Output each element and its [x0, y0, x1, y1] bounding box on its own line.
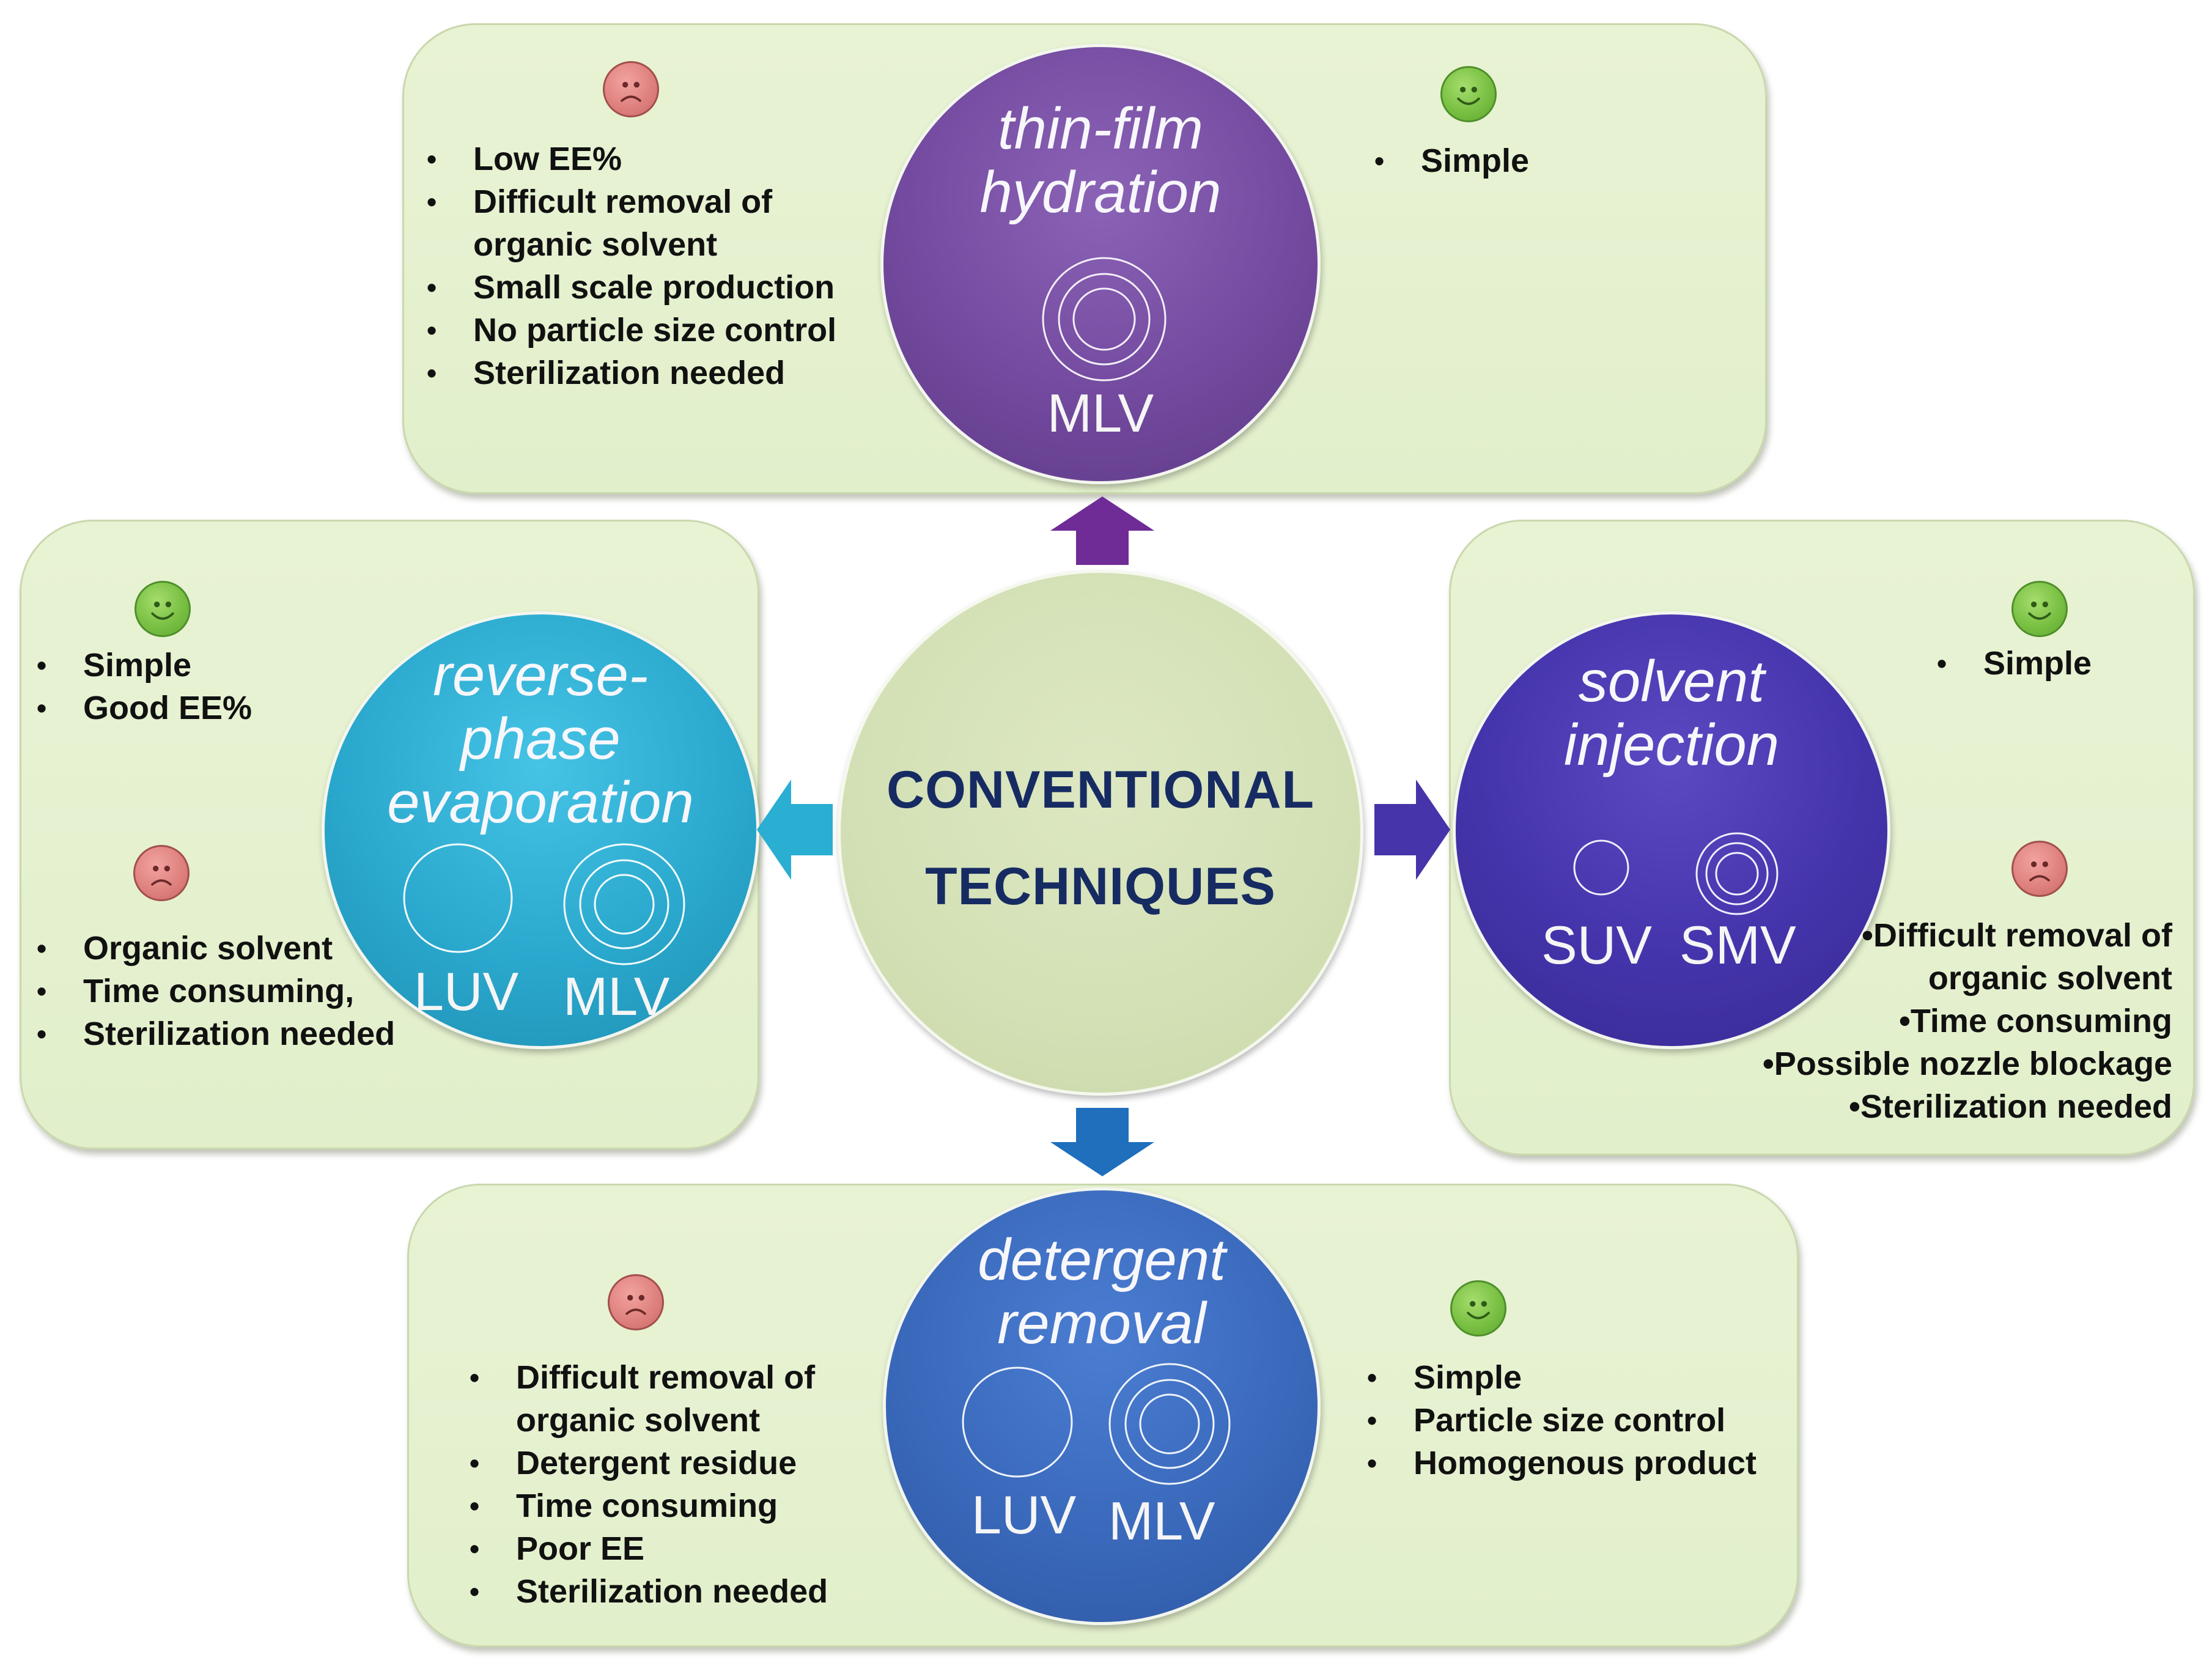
list-item: Homogenous product	[1362, 1442, 1757, 1484]
list-item: Simple	[1932, 642, 2092, 685]
sad-face-icon	[608, 1274, 664, 1330]
list-item: Simple	[32, 644, 252, 687]
vesicle-label: MLV	[563, 966, 670, 1027]
list-item: Time consuming	[465, 1484, 828, 1527]
vesicle-label: LUV	[971, 1484, 1077, 1545]
center-title-line1: CONVENTIONAL	[887, 761, 1314, 819]
arrow-down-icon	[1050, 1108, 1154, 1176]
arrow-right-icon	[1374, 780, 1450, 880]
thin-film-hydration-disadvantages: Low EE% Difficult removal of organic sol…	[422, 138, 836, 394]
list-item: •Time consuming	[1899, 1003, 2172, 1039]
list-item: organic solvent	[473, 226, 718, 263]
list-item: Simple	[1370, 139, 1529, 182]
list-item: Simple	[1362, 1356, 1757, 1399]
thin-film-hydration-circle: thin-film hydration MLV	[880, 44, 1321, 484]
center-title-line2: TECHNIQUES	[925, 857, 1276, 916]
list-item: Difficult removal of	[422, 180, 836, 223]
multilamellar-vesicle-icon	[563, 843, 685, 965]
happy-face-icon	[135, 581, 191, 637]
vesicle-label: LUV	[414, 961, 519, 1022]
sad-face-icon	[133, 845, 190, 901]
large-unilamellar-vesicle-icon	[403, 843, 513, 953]
arrow-up-icon	[1050, 496, 1154, 565]
list-item: Particle size control	[1362, 1399, 1757, 1442]
list-item: No particle size control	[422, 309, 836, 352]
vesicle-label: SUV	[1541, 915, 1652, 975]
list-item: Difficult removal of	[465, 1356, 828, 1399]
list-item: organic solvent	[516, 1402, 761, 1439]
happy-face-icon	[2011, 581, 2068, 637]
sad-face-icon	[2011, 841, 2068, 897]
list-item: Sterilization needed	[32, 1012, 395, 1055]
list-item: Low EE%	[422, 138, 836, 180]
thin-film-hydration-advantages: Simple	[1370, 139, 1529, 182]
solvent-injection-advantages: Simple	[1932, 642, 2092, 685]
vesicle-label: MLV	[1108, 1491, 1215, 1551]
method-title: reverse- phase evaporation	[387, 643, 694, 835]
multilamellar-vesicle-icon	[1042, 257, 1167, 382]
list-item: Detergent residue	[465, 1442, 828, 1484]
happy-face-icon	[1440, 66, 1497, 122]
detergent-removal-advantages: Simple Particle size control Homogenous …	[1362, 1356, 1757, 1484]
list-item: Poor EE	[465, 1527, 828, 1570]
conventional-techniques-circle: CONVENTIONAL TECHNIQUES	[838, 570, 1363, 1096]
method-title: solvent injection	[1563, 649, 1780, 778]
list-item: •Possible nozzle blockage	[1762, 1045, 2172, 1082]
list-item: Sterilization needed	[465, 1570, 828, 1613]
list-item: Time consuming,	[32, 970, 395, 1012]
vesicle-label: SMV	[1679, 915, 1796, 975]
list-item: •Difficult removal of	[1862, 917, 2172, 954]
detergent-removal-circle: detergent removal LUV MLV	[883, 1187, 1321, 1625]
solvent-injection-disadvantages: •Difficult removal of organic solvent •T…	[1622, 914, 2172, 1128]
multilamellar-vesicle-icon	[1108, 1363, 1231, 1485]
list-item: Good EE%	[32, 687, 252, 729]
list-item: Organic solvent	[32, 927, 395, 970]
reverse-phase-evaporation-disadvantages: Organic solvent Time consuming, Steriliz…	[32, 927, 395, 1055]
large-unilamellar-vesicle-icon	[962, 1366, 1073, 1478]
list-item: Small scale production	[422, 266, 836, 309]
list-item: •Sterilization needed	[1848, 1088, 2172, 1125]
list-item: Sterilization needed	[422, 352, 836, 394]
solvent-injection-circle: solvent injection SUV SMV	[1453, 611, 1890, 1049]
vesicle-label: MLV	[1047, 383, 1154, 443]
list-item: organic solvent	[1928, 960, 2172, 997]
reverse-phase-evaporation-circle: reverse- phase evaporation LUV MLV	[322, 611, 759, 1049]
small-unilamellar-vesicle-icon	[1573, 839, 1629, 896]
method-title: detergent removal	[978, 1227, 1226, 1356]
reverse-phase-evaporation-advantages: Simple Good EE%	[32, 644, 252, 729]
small-multilamellar-vesicle-icon	[1695, 832, 1779, 915]
detergent-removal-disadvantages: Difficult removal of organic solvent Det…	[465, 1356, 828, 1613]
arrow-left-icon	[757, 780, 833, 880]
method-title: thin-film hydration	[979, 96, 1222, 225]
sad-face-icon	[603, 61, 659, 117]
happy-face-icon	[1450, 1280, 1506, 1337]
